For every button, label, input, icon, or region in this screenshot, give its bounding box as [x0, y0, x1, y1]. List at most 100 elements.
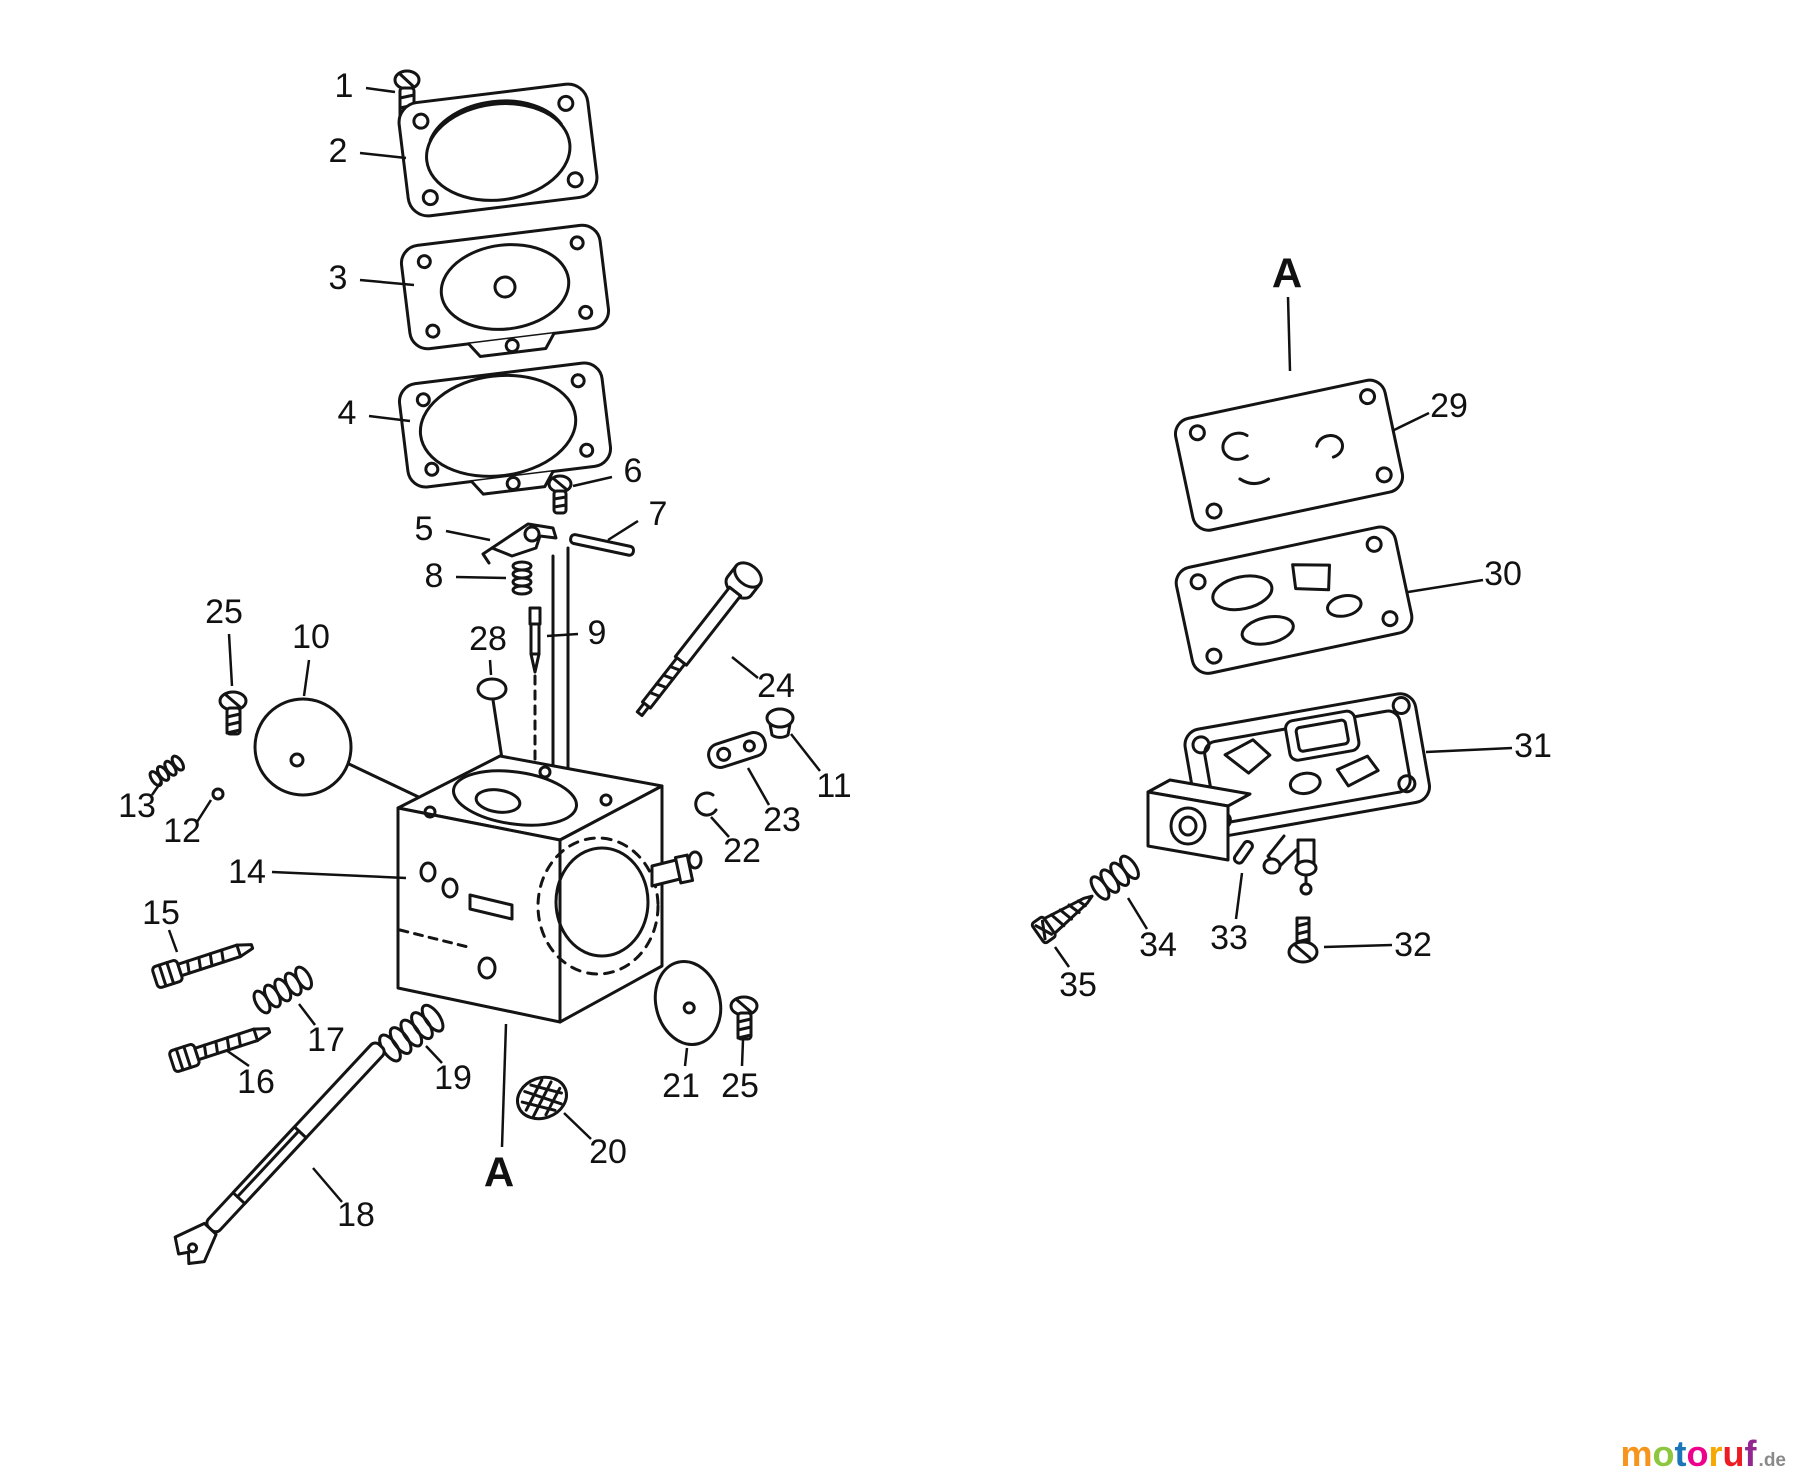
part-15-screw: [151, 943, 255, 989]
callout-30-label: 30: [1484, 555, 1522, 593]
part-28-plug: [476, 677, 508, 701]
callout-23-label: 23: [763, 801, 801, 839]
callout-20-label: 20: [589, 1133, 627, 1171]
callout-29-label: 29: [1430, 387, 1468, 425]
callout-21-leader: [683, 1047, 689, 1067]
callout-22-label: 22: [723, 832, 761, 870]
callout-31-label: 31: [1514, 727, 1552, 765]
callout-34-leader: [1126, 897, 1149, 930]
part-10-disc: [253, 697, 353, 797]
callout-33-label: 33: [1210, 919, 1248, 957]
part-16-screw: [168, 1027, 272, 1073]
part-8-spring: [511, 560, 533, 596]
callout-30-leader: [1407, 578, 1484, 594]
callout-6-leader: [572, 475, 613, 488]
watermark-letter: m: [1620, 1433, 1653, 1474]
callout-7-leader: [607, 519, 639, 542]
part-18-throttle-shaft: [173, 1041, 386, 1266]
callout-32-label: 32: [1394, 926, 1432, 964]
callout-16-leader: [225, 1048, 250, 1068]
callout-18-label: 18: [337, 1196, 375, 1234]
callout-32-leader: [1323, 943, 1393, 949]
callout-35-label: 35: [1059, 966, 1097, 1004]
callout-28-label: 28: [469, 620, 507, 658]
callout-25-label: 25: [721, 1067, 759, 1105]
part-34-spring: [1089, 854, 1140, 901]
callout-8-leader: [455, 575, 507, 580]
part-22-clip: [694, 791, 718, 817]
callout-9-label: 9: [588, 614, 607, 652]
part-32-screw: [1287, 916, 1319, 964]
callout-17-leader: [298, 1003, 316, 1026]
part-23-plate: [707, 730, 767, 770]
callout-1-label: 1: [335, 67, 354, 105]
section-marker-A-leader: [1286, 296, 1292, 372]
part-11-plug: [765, 707, 795, 739]
callout-12-leader: [195, 799, 213, 823]
callout-14-leader: [271, 870, 407, 880]
part-17-spring: [252, 965, 314, 1015]
callout-24-label: 24: [757, 667, 795, 705]
callout-17-label: 17: [307, 1021, 345, 1059]
callout-24-leader: [731, 656, 759, 679]
part-3-diaphragm: [399, 223, 611, 359]
part-19-spring: [378, 1003, 445, 1063]
callout-6-label: 6: [624, 452, 643, 490]
watermark-letter: o: [1686, 1433, 1709, 1474]
part-25-screw-right: [729, 995, 759, 1041]
callout-19-label: 19: [434, 1059, 472, 1097]
part-9-inlet-needle: [528, 606, 542, 674]
callout-12-label: 12: [163, 812, 201, 850]
part-6-screw: [547, 474, 573, 515]
callout-15-leader: [167, 929, 179, 953]
callout-21-label: 21: [662, 1067, 700, 1105]
section-marker-A-label: A: [484, 1149, 514, 1196]
callout-28-leader: [488, 659, 493, 676]
part-4-gasket: [397, 361, 613, 496]
watermark-letter: t: [1674, 1433, 1687, 1474]
callout-1-leader: [365, 86, 396, 94]
callout-2-label: 2: [329, 132, 348, 170]
callout-4-label: 4: [338, 394, 357, 432]
callout-19-leader: [425, 1045, 443, 1064]
section-marker-A-leader: [500, 1023, 508, 1148]
callout-23-leader: [746, 767, 771, 806]
part-30-gasket: [1174, 525, 1414, 675]
callout-14-label: 14: [228, 853, 266, 891]
part-33-pin: [1232, 839, 1254, 865]
watermark-letter: u: [1722, 1433, 1745, 1474]
callout-18-leader: [312, 1167, 343, 1203]
callout-22-leader: [710, 816, 730, 838]
part-2-pump-cover: [397, 82, 599, 218]
callout-9-leader: [546, 632, 579, 638]
callout-3-label: 3: [329, 259, 348, 297]
callout-2-leader: [359, 151, 407, 160]
part-35-screw: [1030, 894, 1094, 945]
callout-33-leader: [1234, 872, 1244, 920]
callout-13-label: 13: [118, 787, 156, 825]
callout-20-leader: [563, 1112, 592, 1140]
part-21-disc: [653, 960, 723, 1046]
callout-11-leader: [790, 733, 821, 772]
callout-8-label: 8: [425, 557, 444, 595]
watermark-letter: o: [1652, 1433, 1675, 1474]
callout-10-leader: [302, 659, 311, 697]
part-31-bracket: [1146, 692, 1431, 896]
callout-34-label: 34: [1139, 926, 1177, 964]
callout-15-label: 15: [142, 894, 180, 932]
callout-11-label: 11: [816, 767, 851, 805]
watermark-logo: motoruf .de: [1621, 1436, 1786, 1472]
watermark-brand-text: motoruf: [1621, 1436, 1757, 1472]
callout-7-label: 7: [649, 495, 668, 533]
callout-25-leader: [740, 1039, 745, 1067]
part-25-screw-left: [218, 690, 248, 736]
callout-25-label: 25: [205, 593, 243, 631]
callout-31-leader: [1425, 746, 1513, 754]
part-29-diaphragm: [1173, 378, 1405, 532]
callout-16-label: 16: [237, 1063, 275, 1101]
callout-3-leader: [359, 278, 415, 287]
part-5-metering-lever: [481, 522, 558, 565]
